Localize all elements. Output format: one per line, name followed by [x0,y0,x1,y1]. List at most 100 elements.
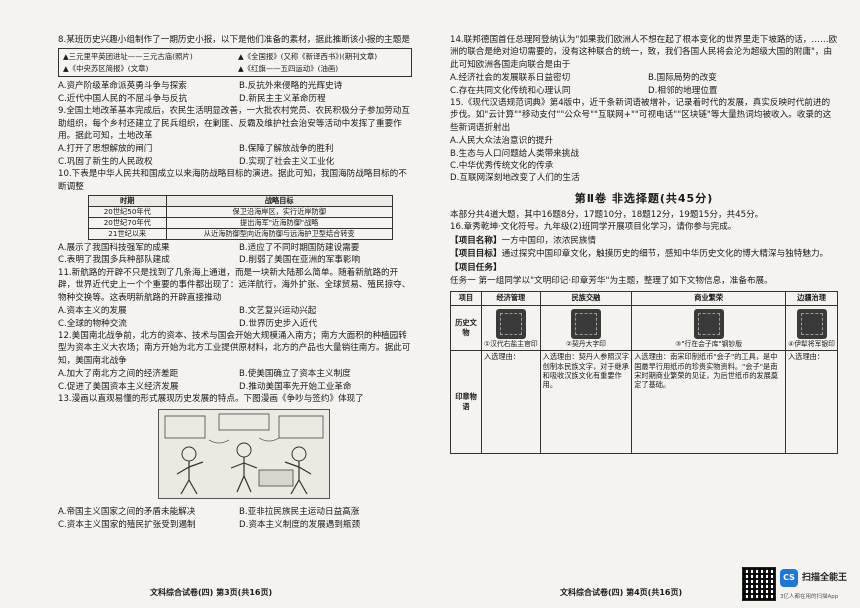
question-stem: 13.漫画以直观易懂的形式展现历史发展的特点。下图漫画《争吵与签约》体现了 [58,393,364,404]
table-cell: 20世纪70年代 [88,217,167,230]
table-cell: 21世纪以来 [88,228,167,241]
table-row: 20世纪50年代 保卫沿海岸区，实行近岸防御 [88,206,393,219]
seal-cell: ①汉代右盐主官印 [481,305,541,352]
option-a[interactable]: A.加大了南北方之间的经济差距 [58,369,179,380]
table-header: 经济管理 [481,291,541,307]
project-name-tag: 【项目名称】 [450,235,502,246]
camscanner-logo-icon: CS [780,569,798,587]
camscanner-brand: 扫描全能王 [802,573,848,583]
seal-image [495,309,526,340]
option-a[interactable]: A.经济社会的发展联系日益密切 [450,73,571,84]
table-row: 印章物语 入选理由： 入选理由：契丹人参照汉字创制本民族文字，对于继承和吸收汉族… [450,350,838,455]
seal-image [693,309,724,340]
option-a[interactable]: A.资本主义的发展 [58,306,127,317]
question-stem: 16.章秀乾坤·文化符号。九年级(2)班同学开展项目化学习，请你参与完成。 [450,222,737,233]
options: A.资本主义的发展 B.文艺复兴运动兴起 C.全球的物种交流 D.世界历史步入近… [58,305,412,330]
question-14: 14.联邦德国首任总理阿登纳认为"如果我们欧洲人不想在起了根本变化的世界里走下坡… [450,34,838,97]
option-c[interactable]: C.资本主义国家的殖民扩张受到遏制 [58,519,196,530]
option-b[interactable]: B.保障了解放战争的胜利 [239,144,334,155]
seal-caption: ②契丹大字印 [565,340,606,349]
option-d[interactable]: D.推动美国率先开始工业革命 [239,381,352,392]
row-head: 印章物语 [450,350,482,455]
table-header: 战略目标 [165,195,393,208]
option-d[interactable]: D.相邻的地理位置 [648,85,718,96]
project-goal-text: 通过探究中国印章文化，触摸历史的细节，感知中华历史文化的博大精深与独特魅力。 [501,249,829,260]
option-c[interactable]: C.近代中国人民的不屈斗争与反抗 [58,93,188,104]
materials-box: ▲三元里平英团进址——三元古庙(照片) ▲《全国报》(又称《新译西书》)(期刊文… [58,48,412,78]
project-task: 任务一 第一组同学以"文明印记·印章芳华"为主题，整理了如下文物信息，准备布展。 [450,275,773,286]
story-cell: 入选理由： [481,350,541,455]
section-title: 第Ⅱ卷 非选择题(共45分) [574,191,714,205]
project-task-tag: 【项目任务】 [450,262,502,273]
question-12: 12.美国南北战争前，北方的资本、技术与国会开始大规模涌入南方；南方大面积的种植… [58,330,412,393]
strategy-table: 时期 战略目标 20世纪50年代 保卫沿海岸区，实行近岸防御 20世纪70年代 … [88,195,393,241]
story-cell: 入选理由： [785,350,838,455]
options: A.帝国主义国家之间的矛盾未能解决 B.亚非拉民族民主运动日益高涨 C.资本主义… [58,506,412,531]
option-d[interactable]: D.新民主主义革命历程 [239,93,326,104]
option-d[interactable]: D.互联网深刻地改变了人们的生活 [450,173,580,184]
option-c[interactable]: C.中华优秀传统文化的传承 [450,161,554,172]
project-goal-tag: 【项目目标】 [450,249,502,260]
material-item: ▲《红旗——五四运动》(油画) [238,64,339,74]
option-d[interactable]: D.削弱了美国在亚洲的军事影响 [239,255,361,266]
question-stem: 14.联邦德国首任总理阿登纳认为"如果我们欧洲人不想在起了根本变化的世界里走下坡… [450,35,838,70]
question-stem: 10.下表是中华人民共和国成立以来海防战略目标的演进。据此可知，我国海防战略目标… [58,169,407,192]
seal-table: 项目 经济管理 民族交融 商业繁荣 边疆治理 历史文物 ①汉代右盐主官印 ②契丹… [450,291,838,455]
question-15: 15.《现代汉语规范词典》第4版中，近千条新词语被增补，记录着时代的发展，真实反… [450,97,838,185]
option-b[interactable]: B.适应了不同时期国防建设需要 [239,243,360,254]
section-note: 本部分共4道大题，其中16题8分，17题10分，18题12分，19题15分，共4… [450,209,764,220]
seal-cell: ④伊犁将军银印 [785,305,838,352]
options: A.资产阶级革命派英勇斗争与探索 B.反抗外来侵略的光辉史诗 C.近代中国人民的… [58,80,412,105]
table-row: 21世纪以来 从近海防御型向近海防御与远海护卫型结合转变 [88,228,393,241]
table-cell: 保卫沿海岸区，实行近岸防御 [165,206,393,219]
question-8: 8.某班历史兴趣小组制作了一期历史小报，以下是他们准备的素材，据此推断该小报的主… [58,34,412,105]
option-d[interactable]: D.世界历史步入近代 [239,318,318,329]
table-row: 历史文物 ①汉代右盐主官印 ②契丹大字印 ③"行在会子库"钢钞版 ④伊犁将军银印 [450,305,838,352]
camscanner-slogan: 3亿人都在用的扫描App [780,594,839,600]
options: A.打开了思想解放的闸门 B.保障了解放战争的胜利 C.巩固了新生的人民政权 D… [58,143,412,168]
options: A.经济社会的发展联系日益密切 B.国际局势的改变 C.存在共同文化传统和心理认… [450,72,838,97]
question-stem: 11.新航路的开辟不只是找到了几条海上通道，而是一块新大陆那么简单。随着新航路的… [58,267,411,303]
option-a[interactable]: A.帝国主义国家之间的矛盾未能解决 [58,507,196,518]
option-a[interactable]: A.展示了我国科技强军的成果 [58,243,170,254]
option-b[interactable]: B.文艺复兴运动兴起 [239,306,317,317]
option-b[interactable]: B.生态与人口问题给人类带来挑战 [450,148,579,159]
seal-caption: ③"行在会子库"钢钞版 [675,340,743,349]
cartoon-illustration [158,409,330,500]
option-c[interactable]: C.存在共同文化传统和心理认同 [450,85,571,96]
question-13: 13.漫画以直观易懂的形式展现历史发展的特点。下图漫画《争吵与签约》体现了 A.… [58,393,412,531]
question-stem: 12.美国南北战争前，北方的资本、技术与国会开始大规模涌入南方；南方大面积的种植… [58,330,411,366]
table-header: 时期 [88,195,167,208]
seal-caption: ④伊犁将军银印 [788,340,835,349]
story-cell: 入选理由：契丹人参照汉字创制本民族文字，对于继承和吸收汉族文化有重要作用。 [539,350,633,455]
option-c[interactable]: C.巩固了新生的人民政权 [58,156,153,167]
option-d[interactable]: D.实现了社会主义工业化 [239,156,335,167]
row-head: 历史文物 [450,305,482,352]
option-d[interactable]: D.资本主义制度的发展遇到瓶颈 [239,519,361,530]
question-10: 10.下表是中华人民共和国成立以来海防战略目标的演进。据此可知，我国海防战略目标… [58,168,412,267]
option-b[interactable]: B.反抗外来侵略的光辉史诗 [239,81,343,92]
option-b[interactable]: B.国际局势的改变 [648,73,717,84]
option-c[interactable]: C.促进了美国资本主义经济发展 [58,381,179,392]
option-b[interactable]: B.亚非拉民族民主运动日益高涨 [239,507,360,518]
story-cell: 入选理由：南宋印制纸币"会子"的工具，是中国最早行用纸币的珍贵实物资料。"会子"… [631,350,787,455]
options: A.人民大众法治意识的提升 B.生态与人口问题给人类带来挑战 C.中华优秀传统文… [450,135,838,185]
option-a[interactable]: A.资产阶级革命派英勇斗争与探索 [58,81,187,92]
question-16: 16.章秀乾坤·文化符号。九年级(2)班同学开展项目化学习，请你参与完成。 【项… [450,221,838,455]
page-footer: 文科综合试卷(四) 第3页(共16页) [150,588,273,597]
question-11: 11.新航路的开辟不只是找到了几条海上通道，而是一块新大陆那么简单。随着新航路的… [58,267,412,330]
option-c[interactable]: C.全球的物种交流 [58,318,127,329]
table-cell: 从近海防御型向近海防御与远海护卫型结合转变 [165,228,393,241]
question-9: 9.全国土地改革基本完成后，农民生活明显改善，一大批农村党员、农民积极分子参加劳… [58,105,412,168]
option-c[interactable]: C.表明了我国多兵种部队建成 [58,255,170,266]
table-cell: 20世纪50年代 [88,206,167,219]
material-item: ▲《中央苏区简报》(文章) [63,64,149,74]
project-name-text: 一方中国印，浓浓民族情 [501,235,597,246]
option-a[interactable]: A.打开了思想解放的闸门 [58,144,153,155]
option-a[interactable]: A.人民大众法治意识的提升 [450,136,553,147]
seal-image [570,309,601,340]
table-row: 20世纪70年代 提出海军"近海防御"战略 [88,217,393,230]
qr-code [742,567,776,601]
table-header: 商业繁荣 [631,291,787,307]
option-b[interactable]: B.使美国确立了资本主义制度 [239,369,351,380]
